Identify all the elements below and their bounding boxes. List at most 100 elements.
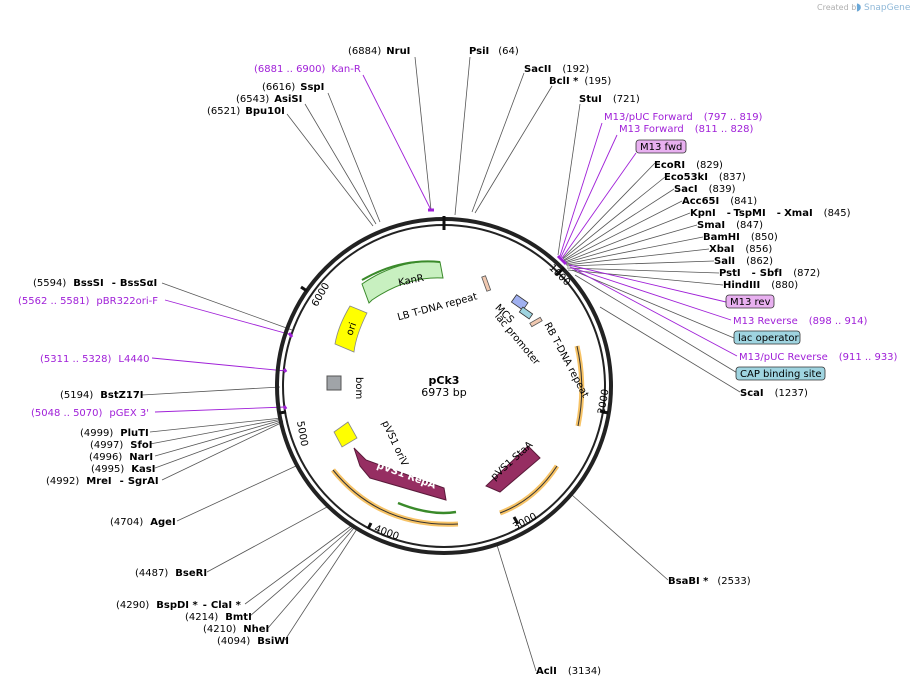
acc65i-label[interactable]: Acc65I (841)	[682, 196, 757, 207]
bpu10i-name: Bpu10I	[245, 106, 285, 117]
kasi-pos: (4995)	[91, 464, 124, 475]
pbr322-pos: (5562 .. 5581)	[18, 296, 90, 307]
acli-pos: (3134)	[568, 666, 601, 677]
saci-label[interactable]: SacI (839)	[674, 184, 736, 195]
tick-3000: 3000	[511, 511, 539, 533]
mrei-label[interactable]: (4992)MreI-SgrAI	[46, 476, 159, 487]
bcli-name: BclI *	[549, 76, 579, 87]
stui-label[interactable]: StuI(721)	[579, 94, 640, 105]
kpni-label[interactable]: KpnI-TspMI-XmaI(845)	[690, 208, 851, 219]
kanr-arrow[interactable]	[361, 261, 444, 304]
acc65i-pos: (841)	[730, 196, 757, 207]
l4440-label[interactable]: (5311 .. 5328)L4440	[40, 354, 149, 365]
kanr-primer-name: Kan-R	[331, 64, 360, 75]
saci-pos: (839)	[709, 184, 736, 195]
m13-primer-mark	[556, 254, 568, 266]
pluti-label[interactable]: (4999)PluTI	[80, 428, 149, 439]
m13rev-box[interactable]	[725, 294, 775, 309]
m13puc-rev-name: M13/pUC Reverse	[739, 352, 828, 363]
rb-label: RB T-DNA repeat	[542, 321, 591, 400]
bspdi-pos: (4290)	[116, 600, 149, 611]
eco53ki-pos: (837)	[719, 172, 746, 183]
ori-arrow[interactable]	[334, 305, 368, 353]
nari-name: NarI	[129, 452, 153, 463]
m13puc-fwd-label[interactable]: M13/pUC Forward(797 .. 819)	[604, 112, 763, 123]
bsssi-label[interactable]: (5594)BssSI-BssSαI	[33, 278, 157, 289]
pgex3-pos: (5048 .. 5070)	[31, 408, 103, 419]
scai-label[interactable]: ScaI(1237)	[740, 388, 808, 399]
primer-leader-lines	[151, 74, 738, 413]
bom-box[interactable]	[326, 375, 342, 391]
psti-label[interactable]: PstI-SbfI(872)	[719, 268, 820, 279]
plasmid-length: 6973 bp	[421, 386, 466, 399]
bsabi-name: BsaBI *	[668, 576, 709, 587]
bcli-label[interactable]: BclI *(195)	[549, 76, 611, 87]
saci-name: SacI	[674, 184, 698, 195]
nrui-name: NruI	[386, 46, 410, 57]
nari-label[interactable]: (4996)NarI	[89, 452, 153, 463]
xbai-pos: (856)	[745, 244, 772, 255]
m13-fwd-label[interactable]: M13 Forward(811 .. 828)	[619, 124, 754, 135]
acli-name: AclI	[536, 666, 557, 677]
sacii-label[interactable]: SacII(192)	[524, 64, 589, 75]
ecori-label[interactable]: EcoRI(829)	[654, 160, 723, 171]
mrei-name: MreI	[86, 476, 111, 487]
xbai-label[interactable]: XbaI (856)	[709, 244, 772, 255]
m13puc-rev-label[interactable]: M13/pUC Reverse (911 .. 933)	[739, 352, 898, 363]
sspi-name: SspI	[300, 82, 324, 93]
xbai-name: XbaI	[709, 244, 734, 255]
plasmid-name: pCk3	[429, 374, 460, 387]
sspi-label[interactable]: (6616)SspI	[262, 82, 324, 93]
bsabi-label[interactable]: BsaBI * (2533)	[668, 576, 751, 587]
bamhi-label[interactable]: BamHI(850)	[703, 232, 778, 243]
acc65i-name: Acc65I	[682, 196, 719, 207]
kanr-primer-label[interactable]: (6881 .. 6900) Kan-R	[254, 64, 361, 75]
bspdi-label[interactable]: (4290)BspDI *-ClaI *	[116, 600, 242, 611]
bmti-label[interactable]: (4214)BmtI	[185, 612, 252, 623]
ecori-name: EcoRI	[654, 160, 685, 171]
oriv-box[interactable]	[333, 421, 358, 448]
mcs-box[interactable]	[510, 294, 529, 311]
nhei-label[interactable]: (4210)NheI	[203, 624, 269, 635]
eco53ki-label[interactable]: Eco53kI(837)	[664, 172, 746, 183]
m13-reverse-pos: (898 .. 914)	[809, 316, 868, 327]
kanr-primer-pos: (6881 .. 6900)	[254, 64, 326, 75]
sali-label[interactable]: SalI(862)	[714, 256, 773, 267]
psii-pos: (64)	[498, 46, 519, 57]
lac-box[interactable]	[518, 306, 534, 320]
acli-label[interactable]: AclI (3134)	[536, 666, 601, 677]
pgex3-label[interactable]: (5048 .. 5070)pGEX 3'	[31, 408, 149, 419]
sfoi-pos: (4997)	[90, 440, 123, 451]
bsabi-pos: (2533)	[717, 576, 750, 587]
bseri-label[interactable]: (4487)BseRI	[135, 568, 207, 579]
psii-name: PsiI	[469, 46, 489, 57]
repa-arrow[interactable]	[353, 447, 447, 501]
sfoi-label[interactable]: (4997)SfoI	[90, 440, 152, 451]
bamhi-pos: (850)	[751, 232, 778, 243]
psii-label[interactable]: PsiI (64)	[469, 46, 519, 57]
smai-label[interactable]: SmaI(847)	[697, 220, 763, 231]
kanr-label: KanR	[397, 273, 425, 289]
staa-arrow[interactable]	[485, 445, 541, 493]
pbr322-label[interactable]: (5562 .. 5581)pBR322ori-F	[18, 296, 158, 307]
agei-label[interactable]: (4704)AgeI	[110, 517, 176, 528]
asisi-label[interactable]: (6543)AsiSI	[236, 94, 302, 105]
l4440-name: L4440	[118, 354, 149, 365]
m13fwd-box[interactable]	[635, 139, 687, 154]
m13fwd-box-label: M13 fwd	[640, 142, 682, 153]
bsiwi-label[interactable]: (4094)BsiWI	[217, 636, 289, 647]
cap-box[interactable]	[735, 366, 826, 381]
bstz17i-name: BstZ17I	[100, 390, 143, 401]
green-band-bottom	[397, 501, 457, 515]
bstz17i-label[interactable]: (5194)BstZ17I	[60, 390, 144, 401]
mrei-pos: (4992)	[46, 476, 79, 487]
hindiii-label[interactable]: HindIII(880)	[723, 280, 798, 291]
m13-reverse-label[interactable]: M13 Reverse(898 .. 914)	[733, 316, 868, 327]
m13puc-rev-pos: (911 .. 933)	[839, 352, 898, 363]
kpni-name: KpnI	[690, 208, 716, 219]
bpu10i-label[interactable]: (6521)Bpu10I	[207, 106, 285, 117]
kasi-label[interactable]: (4995)KasI	[91, 464, 155, 475]
lac-operator-box[interactable]	[733, 330, 801, 345]
nrui-label[interactable]: (6884)NruI	[348, 46, 410, 57]
